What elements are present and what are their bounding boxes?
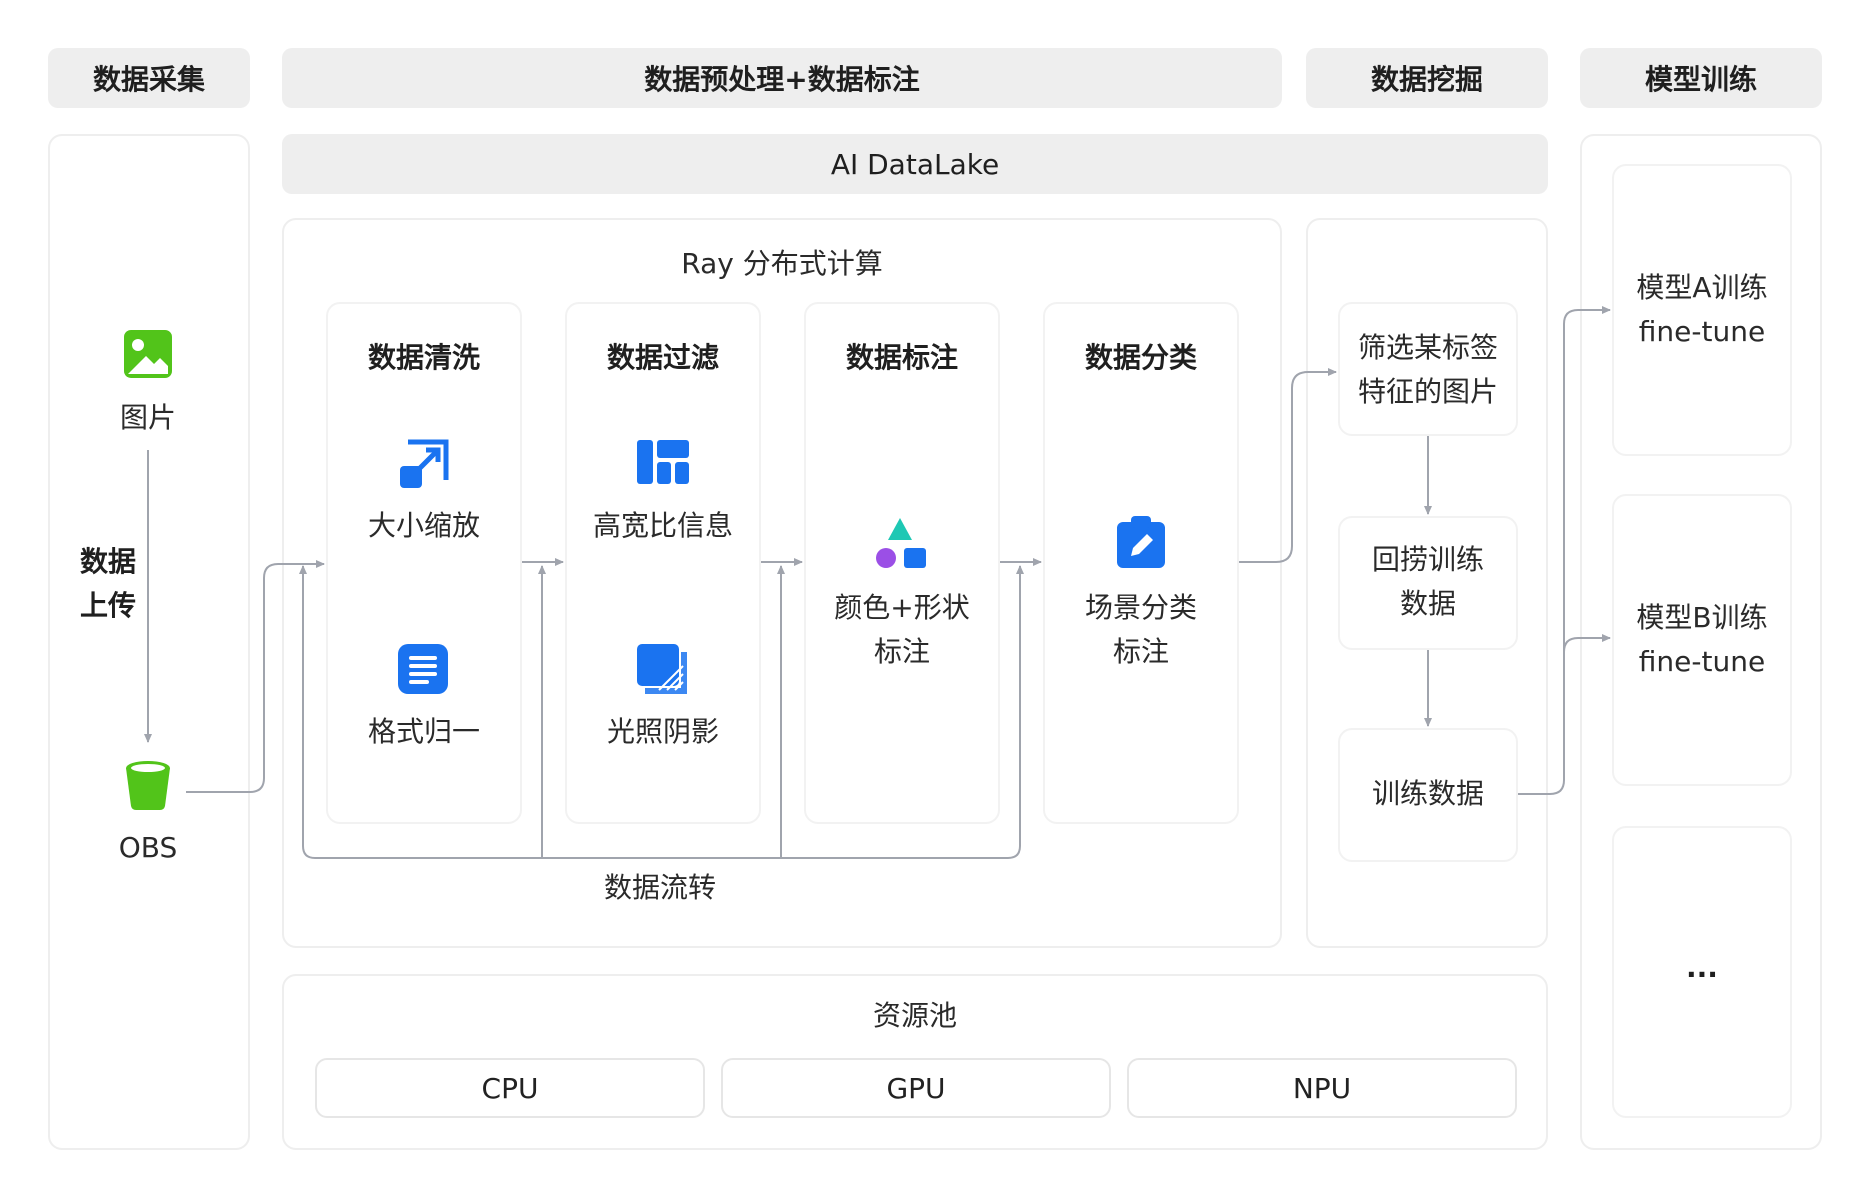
cleaning-title: 数据清洗 (367, 341, 480, 374)
scene-classification-label-line2: 标注 (1112, 635, 1169, 668)
filter-tag-label-line2: 特征的图片 (1357, 375, 1498, 408)
model-a-label-line1: 模型A训练 (1636, 271, 1768, 304)
card-model-b (1612, 494, 1792, 786)
annotation-title: 数据标注 (845, 341, 958, 374)
card-model-more (1612, 826, 1792, 1118)
image-icon (124, 330, 172, 378)
card-training-data (1338, 728, 1518, 862)
training-data-to-models (1518, 306, 1611, 795)
header-data-collection: 数据采集 (48, 48, 250, 108)
classification-to-mining-arrow (1239, 368, 1337, 563)
shadow-icon (637, 644, 689, 696)
obs-label: OBS (118, 831, 178, 864)
layout-grid-icon (637, 440, 689, 484)
lighting-shadow-label: 光照阴影 (606, 715, 719, 748)
upload-label-line1: 数据 (79, 545, 136, 578)
format-normalize-label: 格式归一 (367, 715, 480, 748)
shapes-icon (876, 518, 928, 570)
image-label: 图片 (119, 401, 176, 434)
model-b-label-line1: 模型B训练 (1636, 601, 1768, 634)
card-model-a (1612, 164, 1792, 456)
resize-icon (398, 438, 450, 490)
scene-classification-label: 场景分类 (1084, 591, 1197, 624)
datalake-bar: AI DataLake (282, 134, 1548, 194)
retrieve-label-line1: 回捞训练 (1371, 543, 1484, 576)
resource-cpu: CPU (315, 1058, 705, 1118)
header-model-training: 模型训练 (1580, 48, 1822, 108)
color-shape-label-line2: 标注 (873, 635, 930, 668)
resource-pool-panel (282, 974, 1548, 1150)
training-data-to-model-b (1563, 634, 1611, 653)
document-icon (398, 644, 448, 694)
upload-label-line2: 上传 (79, 589, 136, 622)
model-a-label-line2: fine-tune (1638, 315, 1766, 348)
card-filtering (565, 302, 761, 824)
card-cleaning (326, 302, 522, 824)
header-data-mining: 数据挖掘 (1306, 48, 1548, 108)
obs-to-cleaning-arrow (186, 560, 325, 793)
card-filter-tag-images (1338, 302, 1518, 436)
data-flow-label: 数据流转 (603, 871, 716, 904)
header-preprocess-annotate: 数据预处理+数据标注 (282, 48, 1282, 108)
resource-pool-title: 资源池 (872, 999, 957, 1032)
aspect-ratio-label: 高宽比信息 (592, 509, 733, 542)
card-annotation (804, 302, 1000, 824)
classification-title: 数据分类 (1084, 341, 1197, 374)
filter-tag-label-line1: 筛选某标签 (1357, 331, 1498, 364)
model-b-label-line2: fine-tune (1638, 645, 1766, 678)
retrieve-label-line2: 数据 (1399, 587, 1456, 620)
ray-title: Ray 分布式计算 (681, 247, 883, 280)
more-models-ellipsis: ... (1686, 951, 1718, 984)
clipboard-edit-icon (1117, 516, 1165, 568)
card-retrieve-data (1338, 516, 1518, 650)
obs-bucket-icon (124, 760, 172, 810)
data-flow-loop (302, 568, 1021, 859)
resource-gpu: GPU (721, 1058, 1111, 1118)
training-data-label: 训练数据 (1371, 777, 1484, 810)
resize-label: 大小缩放 (367, 509, 480, 542)
color-shape-label: 颜色+形状 (834, 591, 970, 624)
resource-npu: NPU (1127, 1058, 1517, 1118)
filtering-title: 数据过滤 (606, 341, 719, 374)
